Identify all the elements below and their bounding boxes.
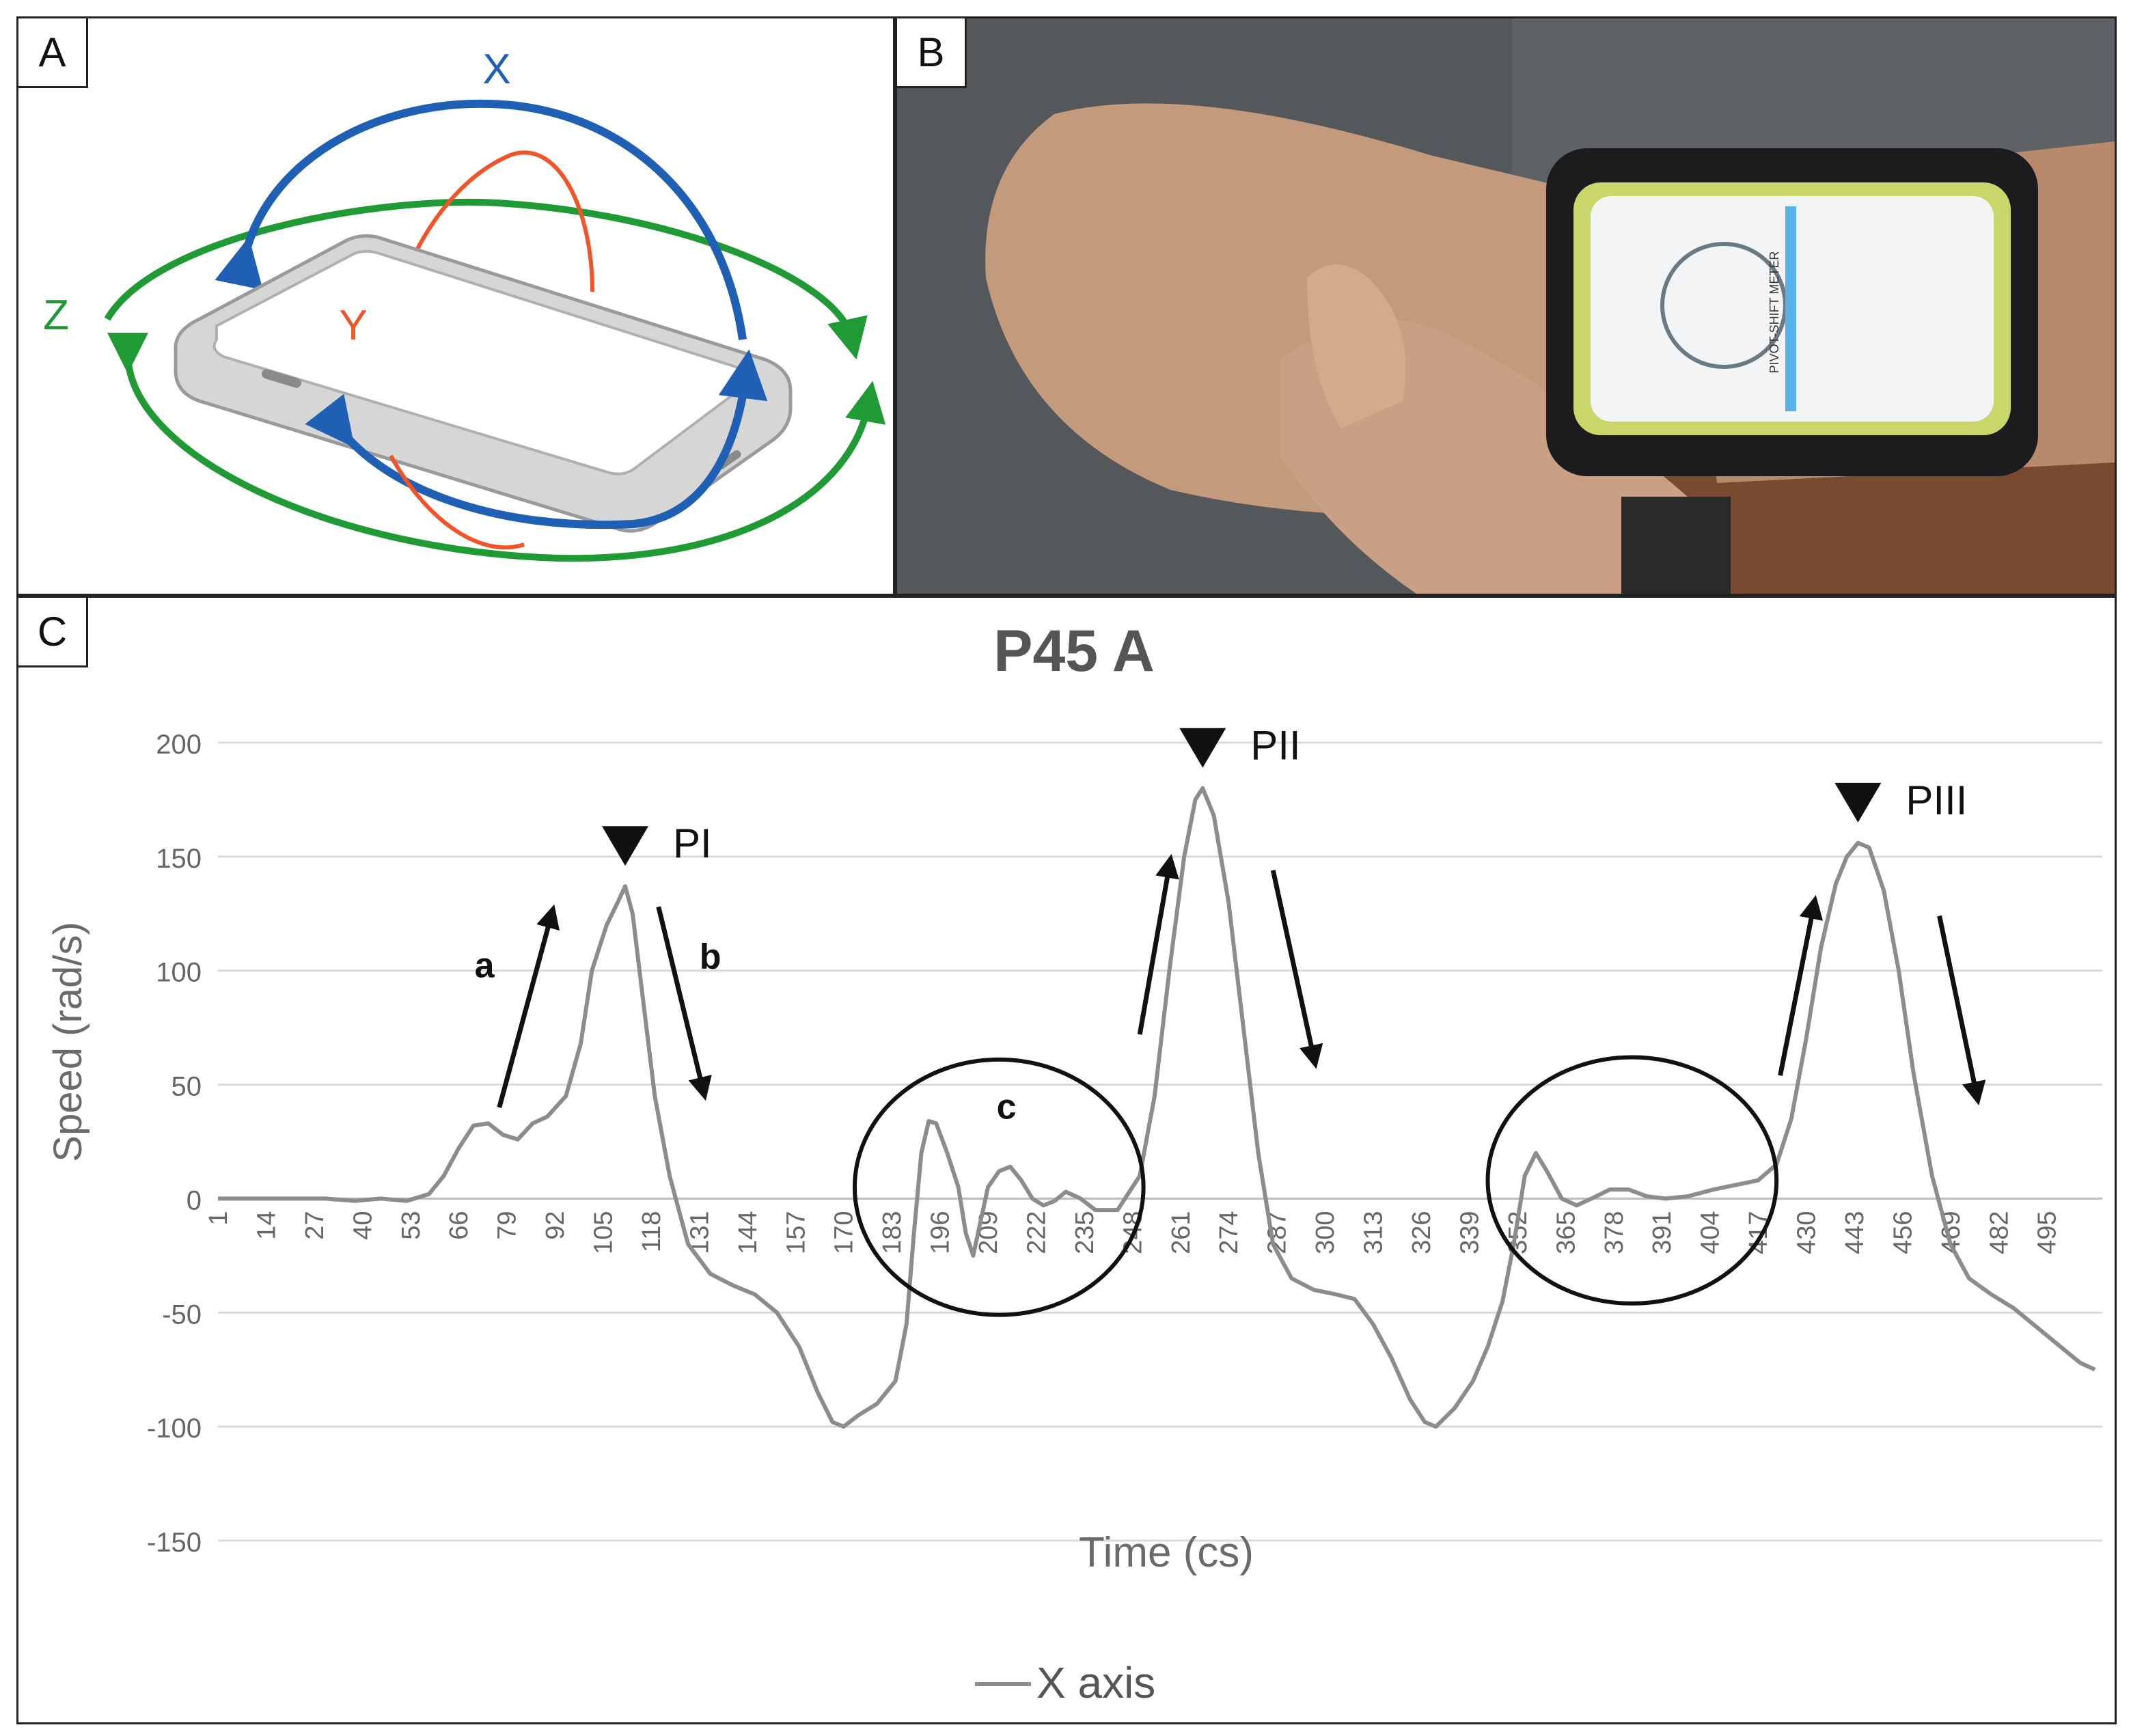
- x-rotation-arc-front: [305, 349, 768, 529]
- annotation-arrow: [497, 904, 560, 1108]
- z-axis-label: Z: [43, 292, 69, 339]
- annotation-label: b: [700, 937, 721, 976]
- peak-marker-triangle: [1179, 728, 1226, 768]
- peak-label: PI: [673, 821, 712, 866]
- y-tick-label: -50: [162, 1299, 202, 1329]
- series-layer: [218, 786, 2096, 1429]
- panel-a: A X Y Z: [16, 16, 895, 596]
- y-axis-label: Y: [339, 302, 367, 349]
- x-tick-label: 40: [348, 1211, 377, 1239]
- x-tick-label: 222: [1022, 1211, 1051, 1254]
- x-tick-label: 482: [1985, 1211, 2013, 1254]
- x-tick-label: 378: [1600, 1211, 1629, 1254]
- x-tick-label: 365: [1552, 1211, 1580, 1254]
- x-tick-label: 456: [1888, 1211, 1917, 1254]
- peak-label: PIII: [1906, 777, 1967, 823]
- y-rotation-arc-front: [389, 454, 525, 550]
- x-tick-label: 92: [541, 1211, 570, 1239]
- panel-a-letter: A: [18, 18, 88, 88]
- panel-c: C P45 A 200 150 100 50 0 -50 -100 -150 1 14 27 40 5…: [16, 596, 2117, 1724]
- x-tick-label: 313: [1360, 1211, 1388, 1254]
- y-tick-label: 50: [171, 1072, 202, 1102]
- annotation-label: a: [475, 946, 495, 986]
- x-tick-label: 391: [1648, 1211, 1677, 1254]
- annotation-arrow: [1137, 853, 1179, 1035]
- x-tick-label: 79: [493, 1211, 522, 1239]
- phone-icon: [174, 234, 793, 533]
- annotation-arrow: [1778, 895, 1824, 1076]
- series-line-x-axis: [218, 786, 2096, 1429]
- annotation-circle: [1485, 1055, 1779, 1306]
- gridlines: [218, 741, 2102, 1542]
- peak-marker-triangle: [602, 826, 649, 866]
- x-tick-label: 105: [590, 1211, 618, 1254]
- annotation-arrow: [1937, 915, 1986, 1106]
- x-tick-label: 495: [2033, 1211, 2062, 1254]
- annotation-arrow: [1270, 870, 1323, 1069]
- x-tick-label: 1: [204, 1211, 233, 1225]
- panel-b: B PIVOT-SHIFT METER: [895, 16, 2117, 596]
- speed-chart: P45 A 200 150 100 50 0 -50 -100 -150 1 14 27 40 53 6…: [46, 618, 2102, 1707]
- x-tick-label: 235: [1071, 1211, 1099, 1254]
- x-axis-title: Time (cs): [1079, 1529, 1254, 1576]
- y-tick-label: -100: [147, 1414, 202, 1444]
- phone-screen-text: PIVOT-SHIFT METER: [1768, 251, 1781, 374]
- x-tick-label: 14: [252, 1211, 281, 1239]
- x-tick-label: 53: [397, 1211, 426, 1239]
- peak-marker-triangle: [1834, 782, 1882, 823]
- x-tick-label: 196: [926, 1211, 955, 1254]
- x-tick-label: 183: [878, 1211, 907, 1254]
- annotation-circle: [852, 1057, 1146, 1317]
- z-rotation-arc-back: [104, 198, 868, 360]
- panel-b-letter: B: [897, 18, 967, 88]
- annotation-arrow: [656, 906, 712, 1101]
- x-tick-label: 118: [637, 1211, 666, 1252]
- x-tick-label: 274: [1215, 1211, 1243, 1254]
- knee-photo: PIVOT-SHIFT METER: [897, 18, 2115, 594]
- x-axis-label: X: [482, 46, 510, 93]
- x-tick-label: 443: [1841, 1211, 1869, 1254]
- y-tick-labels: 200 150 100 50 0 -50 -100 -150: [147, 730, 202, 1558]
- y-tick-label: 0: [187, 1185, 202, 1215]
- x-tick-label: 300: [1311, 1211, 1340, 1254]
- z-rotation-arc-front: [107, 332, 886, 562]
- panel-c-letter: C: [18, 598, 88, 667]
- x-tick-label: 144: [734, 1211, 762, 1254]
- x-rotation-arc-back: [215, 99, 747, 340]
- x-tick-label: 339: [1455, 1211, 1484, 1254]
- y-tick-label: 150: [156, 844, 202, 874]
- x-tick-label: 404: [1696, 1211, 1725, 1254]
- x-tick-label: 430: [1793, 1211, 1821, 1254]
- y-tick-label: 200: [156, 730, 202, 760]
- annotation-layer: PI PII PIII a b c: [475, 723, 1986, 1317]
- legend: X axis: [975, 1658, 1155, 1707]
- x-tick-label: 66: [445, 1211, 473, 1239]
- x-tick-label: 157: [782, 1211, 810, 1254]
- phone-armband: PIVOT-SHIFT METER: [1546, 148, 2038, 476]
- phone-axes-diagram: X Y Z: [43, 46, 886, 562]
- x-tick-label: 27: [301, 1211, 329, 1239]
- x-tick-label: 261: [1167, 1211, 1196, 1254]
- thumb: [1307, 264, 1406, 428]
- y-tick-label: -150: [147, 1528, 202, 1558]
- x-tick-label: 170: [830, 1211, 859, 1254]
- legend-label: X axis: [1036, 1658, 1155, 1707]
- x-tick-label: 326: [1407, 1211, 1436, 1254]
- chart-title: P45 A: [993, 618, 1155, 684]
- y-axis-title: Speed (rad/s): [46, 922, 90, 1161]
- annotation-label: c: [997, 1088, 1017, 1127]
- peak-label: PII: [1250, 723, 1300, 769]
- y-tick-label: 100: [156, 958, 202, 988]
